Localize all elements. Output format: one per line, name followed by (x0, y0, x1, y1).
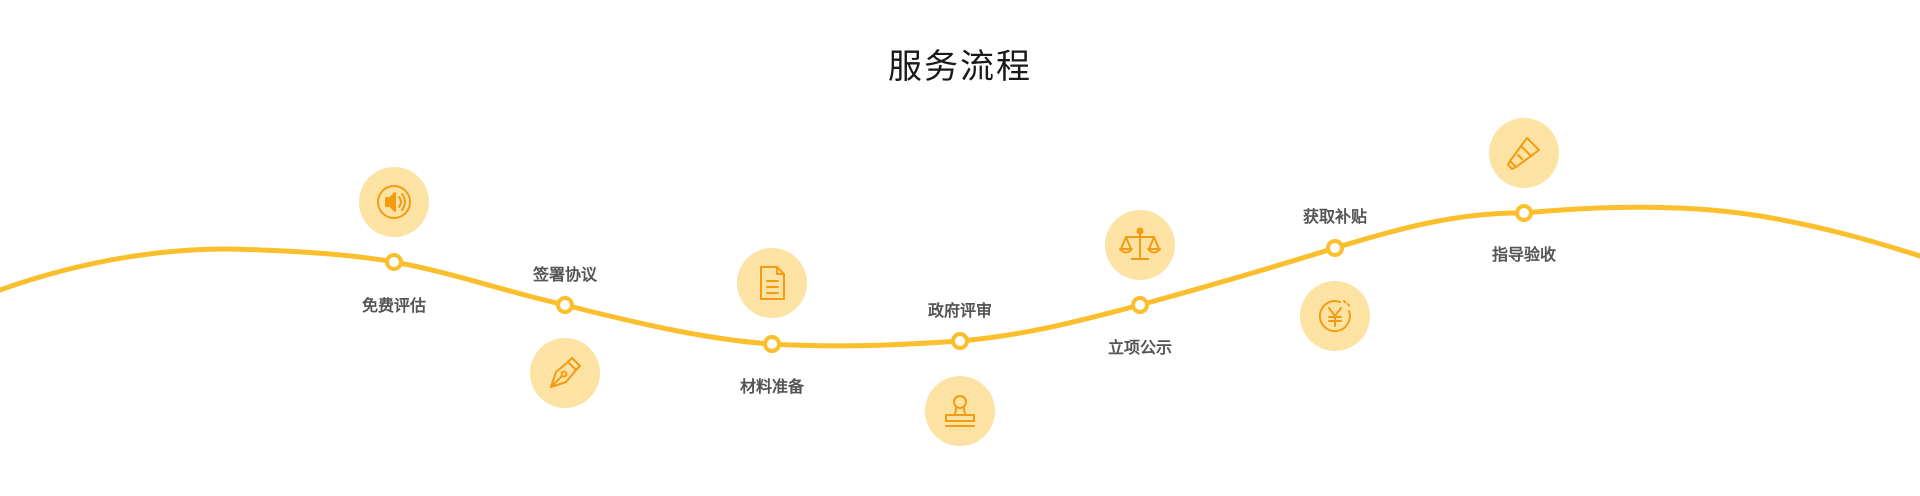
document-icon (760, 266, 785, 300)
step-label: 获取补贴 (1303, 207, 1367, 226)
icon-circle (530, 338, 600, 408)
step-node-dot (1326, 239, 1344, 257)
stamp-icon (945, 395, 975, 427)
step-icon-bubble (925, 376, 995, 446)
pen-nib-icon (550, 357, 581, 388)
flow-step: 材料准备 (737, 248, 807, 396)
step-node-dot (385, 253, 403, 271)
flashlight-icon (1507, 137, 1540, 170)
step-label: 政府评审 (928, 301, 992, 320)
step-node-dot (1515, 204, 1533, 222)
flow-step: 政府评审 (925, 301, 995, 446)
speaker-icon (377, 185, 411, 219)
step-icon-bubble (1300, 281, 1370, 351)
step-label: 指导验收 (1492, 245, 1556, 264)
step-icon-bubble (1489, 118, 1559, 188)
step-label: 材料准备 (740, 377, 805, 396)
step-label: 免费评估 (362, 296, 426, 315)
scales-icon (1119, 227, 1161, 260)
flow-step: 免费评估 (359, 167, 429, 315)
step-node-dot (951, 332, 969, 350)
icon-circle (1489, 118, 1559, 188)
step-node-dot (556, 296, 574, 314)
yen-coin-icon (1318, 300, 1351, 333)
step-label: 签署协议 (532, 265, 598, 284)
page-title: 服务流程 (888, 47, 1032, 87)
step-icon-bubble (530, 338, 600, 408)
flow-step: 获取补贴 (1300, 207, 1370, 351)
step-label: 立项公示 (1108, 338, 1172, 357)
flow-step: 指导验收 (1489, 118, 1559, 264)
step-icon-bubble (1105, 210, 1175, 280)
flow-step: 立项公示 (1105, 210, 1175, 357)
flow-step: 签署协议 (530, 265, 600, 408)
step-node-dot (1131, 296, 1149, 314)
flow-curve (0, 204, 1920, 349)
icon-circle (925, 376, 995, 446)
step-node-dot (763, 335, 781, 353)
icon-circle (737, 248, 807, 318)
step-icon-bubble (359, 167, 429, 237)
step-icon-bubble (737, 248, 807, 318)
